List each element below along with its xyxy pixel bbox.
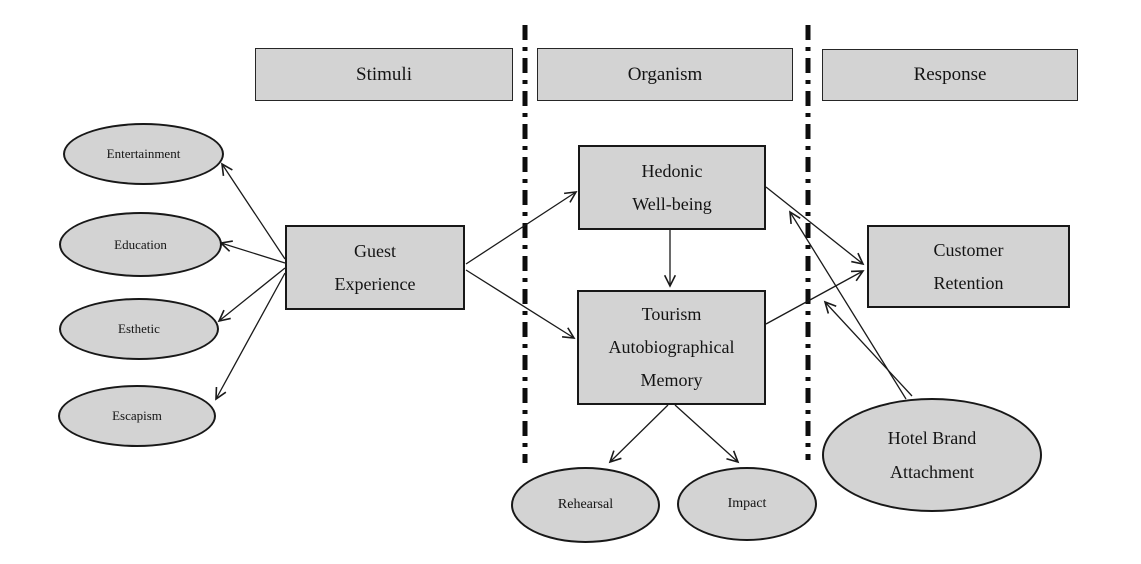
edge-guest-experience-to-esthetic xyxy=(217,267,286,323)
node-hedonic-line2: Well-being xyxy=(632,193,712,214)
node-tam-line2: Autobiographical xyxy=(608,337,735,357)
node-entertainment-label: Entertainment xyxy=(106,146,181,161)
node-customer-retention: Customer Retention xyxy=(867,225,1070,308)
node-escapism-label: Escapism xyxy=(112,408,162,423)
header-response: Response xyxy=(822,49,1078,101)
header-response-label: Response xyxy=(913,64,987,85)
node-hedonic-well-being: Hedonic Well-being xyxy=(578,145,766,230)
node-hedonic-line1: Hedonic xyxy=(641,160,703,181)
node-hotel-brand-line2: Attachment xyxy=(890,462,974,482)
header-organism: Organism xyxy=(537,48,793,101)
node-rehearsal: Rehearsal xyxy=(511,467,660,543)
edge-guest-experience-to-entertainment xyxy=(221,162,286,260)
node-tam-line1: Tourism xyxy=(641,304,702,324)
node-hotel-brand-attachment: Hotel Brand Attachment xyxy=(822,398,1042,512)
node-education-label: Education xyxy=(114,236,167,252)
edge-tourism-autobiographical-memory-to-customer-retention xyxy=(765,270,865,325)
edge-guest-experience-to-hedonic-well-being xyxy=(465,191,578,265)
edge-guest-experience-to-escapism xyxy=(215,272,286,401)
header-stimuli: Stimuli xyxy=(255,48,513,101)
node-impact-label: Impact xyxy=(727,496,767,511)
edge-hotel-brand-attachment-moderates-tam-cr xyxy=(823,300,913,397)
edge-tourism-autobiographical-memory-to-impact xyxy=(674,404,740,464)
node-hotel-brand-line1: Hotel Brand xyxy=(887,428,977,448)
node-entertainment: Entertainment xyxy=(63,123,224,185)
edge-hedonic-well-being-to-customer-retention xyxy=(765,186,865,266)
header-organism-label: Organism xyxy=(627,63,703,85)
header-stimuli-label: Stimuli xyxy=(356,63,412,85)
node-esthetic: Esthetic xyxy=(59,298,219,360)
node-rehearsal-label: Rehearsal xyxy=(557,497,614,512)
node-customer-retention-line1: Customer xyxy=(933,239,1004,260)
edge-tourism-autobiographical-memory-to-rehearsal xyxy=(608,404,669,464)
node-tourism-autobiographical-memory: Tourism Autobiographical Memory xyxy=(577,290,766,405)
node-customer-retention-line2: Retention xyxy=(933,272,1004,293)
node-guest-experience: Guest Experience xyxy=(285,225,465,310)
edge-guest-experience-to-tourism-autobiographical-memory xyxy=(465,269,576,339)
node-education: Education xyxy=(59,212,222,277)
node-impact: Impact xyxy=(677,467,817,541)
node-esthetic-label: Esthetic xyxy=(118,321,160,336)
node-tam-line3: Memory xyxy=(640,370,703,390)
node-escapism: Escapism xyxy=(58,385,216,447)
edge-guest-experience-to-education xyxy=(219,240,286,264)
node-guest-experience-line2: Experience xyxy=(334,273,416,294)
node-guest-experience-line1: Guest xyxy=(354,240,396,261)
